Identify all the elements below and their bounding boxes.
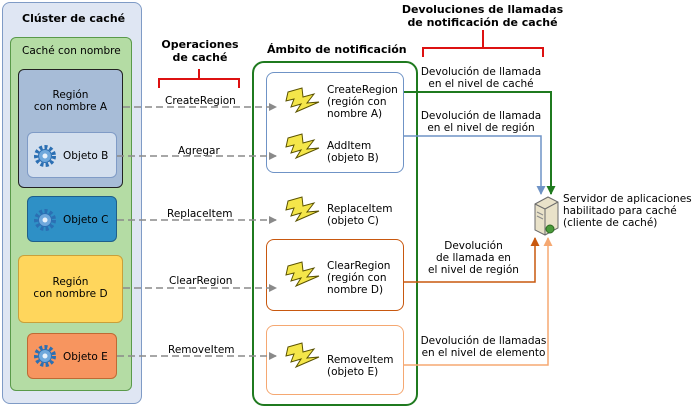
scope-box-region-a [266, 72, 404, 173]
object-e-label: Objeto E [63, 351, 108, 363]
region-a-label: Región con nombre A [33, 89, 108, 113]
lightning-icon [285, 133, 320, 159]
region-d [18, 255, 123, 323]
scope-item-remove-item: RemoveItem (objeto E) [327, 354, 394, 378]
object-c-label: Objeto C [63, 214, 109, 226]
lightning-icon [285, 196, 320, 222]
gear-icon [34, 209, 56, 231]
callback-region-level-top: Devolución de llamada en el nivel de reg… [420, 110, 542, 134]
scope-item-replace-item: ReplaceItem (objeto C) [327, 203, 393, 227]
callbacks-bracket [422, 30, 544, 57]
operations-bracket [158, 69, 240, 88]
callback-region-level-mid: Devolución de llamada en el nivel de reg… [428, 240, 519, 276]
op-label-clear-region: ClearRegion [169, 275, 233, 287]
notification-scope [252, 61, 418, 406]
server-label: Servidor de aplicaciones habilitado para… [563, 193, 692, 229]
operations-header: Operaciones de caché [161, 38, 239, 64]
server-icon [534, 196, 559, 236]
callback-arrow-region-level-mid [404, 237, 540, 283]
op-label-replace-item: ReplaceItem [167, 208, 233, 220]
callback-arrow-region-level-top [404, 135, 546, 195]
op-label-remove-item: RemoveItem [168, 344, 235, 356]
op-label-add: Agregar [178, 145, 220, 157]
lightning-icon [285, 87, 320, 113]
object-b [27, 132, 117, 178]
callback-arrow-item-level [404, 237, 553, 366]
callback-cache-level: Devolución de llamada en el nivel de cac… [420, 66, 542, 90]
lightning-icon [285, 261, 320, 287]
callback-arrow-cache-level [404, 91, 556, 195]
gear-icon [34, 345, 56, 367]
scope-item-add-item: AddItem (objeto B) [327, 140, 379, 164]
callback-item-level: Devolución de llamadas en el nivel de el… [420, 335, 547, 359]
notification-scope-header: Ámbito de notificación [267, 43, 407, 56]
scope-item-clear-region: ClearRegion (región con nombre D) [327, 260, 391, 296]
scope-box-object-e [266, 325, 404, 395]
op-label-create-region: CreateRegion [165, 95, 236, 107]
cache-cluster-title: Clúster de caché [22, 12, 126, 25]
scope-item-create-region: CreateRegion (región con nombre A) [327, 84, 398, 120]
gear-icon [34, 145, 56, 167]
scope-box-region-d [266, 239, 404, 311]
region-d-label: Región con nombre D [33, 276, 108, 300]
named-cache-title: Caché con nombre [22, 45, 121, 57]
lightning-icon [285, 342, 320, 368]
object-b-label: Objeto B [63, 150, 109, 162]
callbacks-header: Devoluciones de llamadas de notificación… [401, 3, 564, 29]
